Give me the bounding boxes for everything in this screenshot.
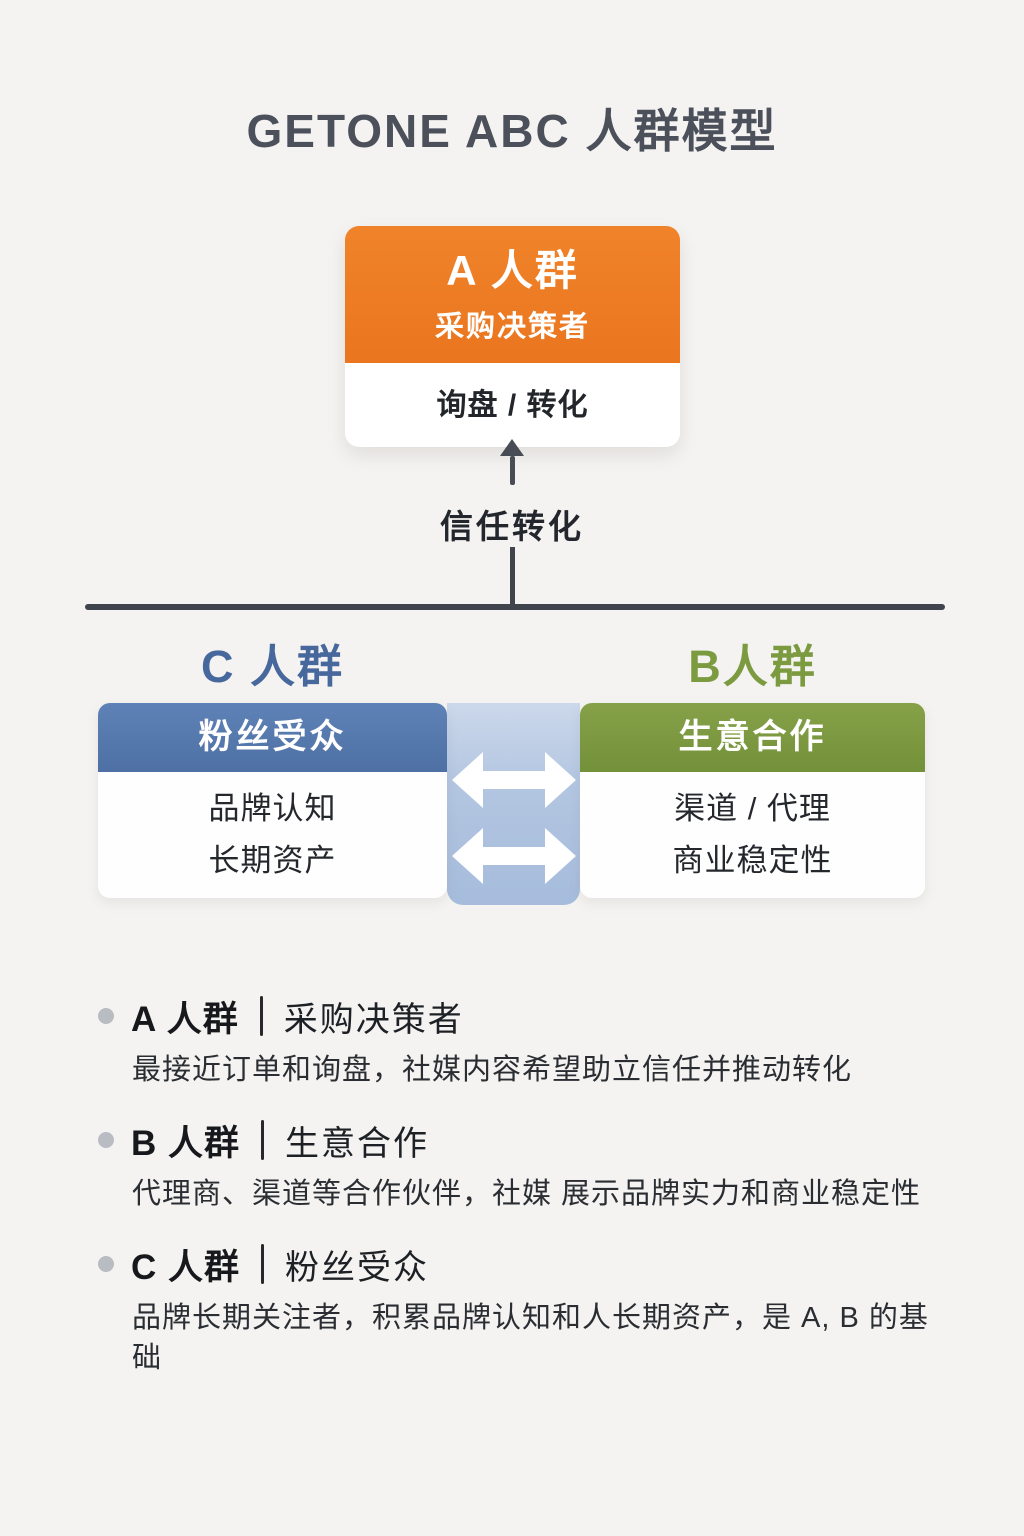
b-card-header: 生意合作: [580, 703, 925, 772]
separator-bar: [259, 996, 263, 1036]
up-arrow-head: [500, 439, 524, 456]
b-card-line2: 商业稳定性: [672, 843, 833, 878]
up-arrow-icon: [500, 439, 524, 485]
up-arrow-shaft: [509, 456, 515, 485]
legend-role-b: 生意合作: [285, 1124, 430, 1163]
c-card-line1: 品牌认知: [208, 791, 337, 826]
a-card-header: A 人群 采购决策者: [345, 226, 680, 364]
arrow-head-right: [545, 752, 576, 808]
legend-desc-a: 最接近订单和询盘，社媒内容希望助立信任并推动转化: [132, 1054, 853, 1086]
double-arrow-top-icon: [452, 752, 576, 808]
legend-role-c: 粉丝受众: [285, 1248, 430, 1287]
legend-item-a: A 人群 采购决策者 最接近订单和询盘，社媒内容希望助立信任并推动转化: [98, 992, 938, 1090]
double-arrow-bottom-icon: [452, 828, 576, 884]
legend-heading-a: A 人群 采购决策者: [98, 992, 938, 1040]
c-group-heading: C 人群: [200, 641, 344, 692]
b-card-line1: 渠道 / 代理: [674, 791, 831, 826]
a-group-card: A 人群 采购决策者 询盘 / 转化: [345, 226, 680, 448]
c-card-header: 粉丝受众: [98, 703, 447, 772]
connector-vertical-line: [510, 547, 515, 607]
legend-group-a: A 人群: [131, 999, 239, 1039]
legend-role-a: 采购决策者: [283, 1000, 464, 1039]
flow-label: 信任转化: [440, 508, 584, 545]
legend-item-b: B 人群 生意合作 代理商、渠道等合作伙伴，社媒 展示品牌实力和商业稳定性: [98, 1116, 938, 1214]
bullet-dot-icon: [98, 1256, 114, 1272]
separator-bar: [261, 1120, 265, 1160]
legend-desc-c: 品牌长期关注者，积累品牌认知和人长期资产，是 A, B 的基础: [132, 1302, 929, 1374]
c-card-body: 品牌认知 长期资产: [98, 772, 447, 887]
bullet-dot-icon: [98, 1008, 114, 1024]
legend-heading-b: B 人群 生意合作: [98, 1116, 938, 1164]
arrow-head-right: [545, 828, 576, 884]
legend-group-c: C 人群: [131, 1247, 241, 1287]
arrow-shaft: [477, 847, 551, 865]
legend-group-b: B 人群: [131, 1123, 241, 1163]
page-title: GETONE ABC 人群模型: [246, 105, 778, 157]
b-group-card: 生意合作 渠道 / 代理 商业稳定性: [580, 703, 925, 898]
bullet-dot-icon: [98, 1132, 114, 1148]
arrow-shaft: [477, 771, 551, 789]
legend-desc-b: 代理商、渠道等合作伙伴，社媒 展示品牌实力和商业稳定性: [132, 1178, 922, 1210]
b-group-heading: B人群: [688, 641, 817, 692]
separator-bar: [261, 1244, 265, 1284]
legend: A 人群 采购决策者 最接近订单和询盘，社媒内容希望助立信任并推动转化 B 人群…: [98, 992, 938, 1378]
legend-item-c: C 人群 粉丝受众 品牌长期关注者，积累品牌认知和人长期资产，是 A, B 的基…: [98, 1240, 938, 1378]
c-group-card: 粉丝受众 品牌认知 长期资产: [98, 703, 447, 898]
c-card-line2: 长期资产: [208, 843, 337, 878]
b-card-body: 渠道 / 代理 商业稳定性: [580, 772, 925, 887]
connector-horizontal-line: [85, 604, 945, 610]
a-card-subtitle: 采购决策者: [434, 311, 590, 344]
a-card-body: 询盘 / 转化: [436, 389, 589, 423]
legend-heading-c: C 人群 粉丝受众: [98, 1240, 938, 1288]
a-card-title: A 人群: [446, 247, 579, 294]
